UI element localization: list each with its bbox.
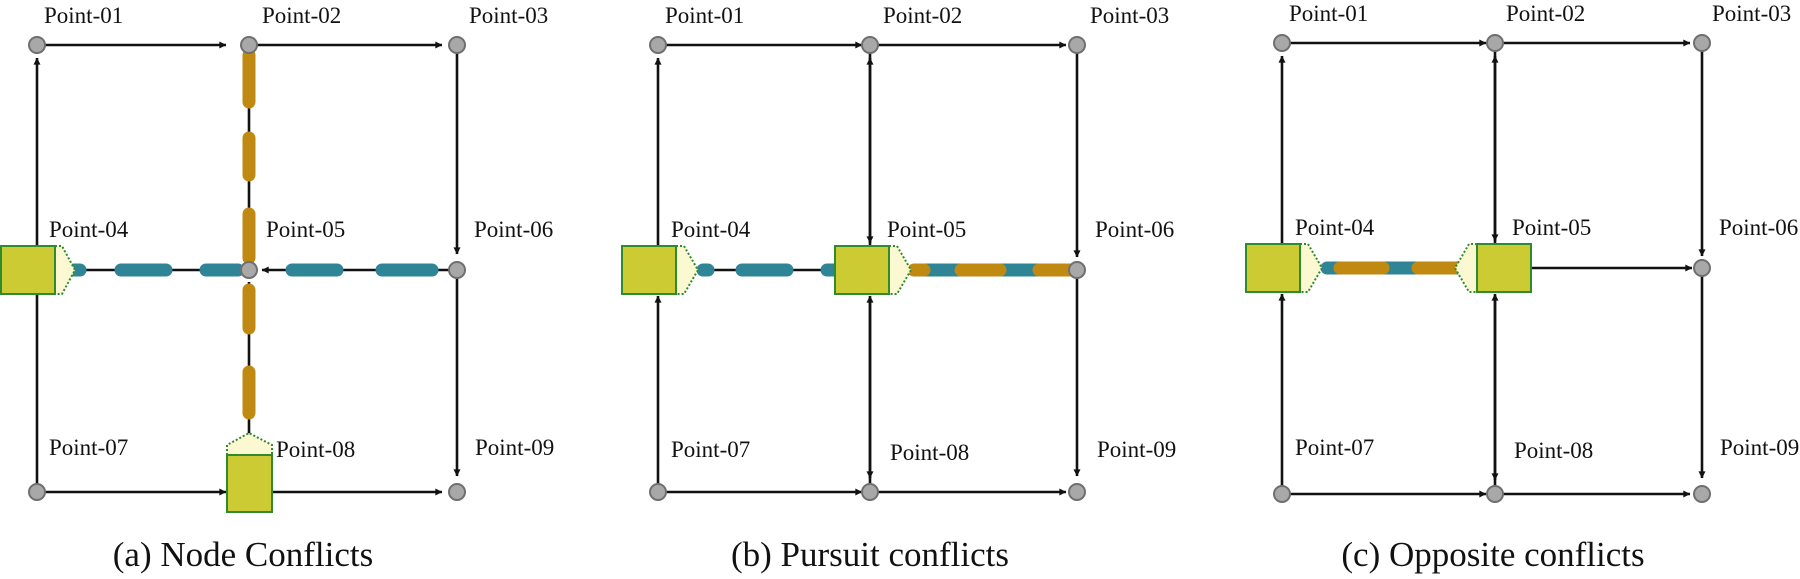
point-label: Point-08 xyxy=(276,437,355,462)
node-point-07 xyxy=(649,483,667,501)
point-label: Point-07 xyxy=(671,437,750,462)
point-label: Point-02 xyxy=(1506,1,1585,26)
vehicle-b-p05 xyxy=(834,245,913,295)
point-label: Point-09 xyxy=(475,435,554,460)
point-label: Point-05 xyxy=(266,217,345,242)
nodes xyxy=(1273,34,1711,503)
vehicle-nose xyxy=(54,245,77,295)
panel-c: Point-01 Point-02 Point-03 Point-04 Poin… xyxy=(1245,1,1799,574)
panel-a: Point-01 Point-02 Point-03 Point-04 Poin… xyxy=(0,3,554,574)
vehicle-body xyxy=(1476,243,1532,293)
vehicle-nose xyxy=(1299,243,1324,293)
node-point-03 xyxy=(1068,36,1086,54)
node-point-01 xyxy=(1273,34,1291,52)
vehicle-c-p04 xyxy=(1245,243,1324,293)
point-label: Point-09 xyxy=(1720,435,1799,460)
point-label: Point-01 xyxy=(44,3,123,28)
panel-b: Point-01 Point-02 Point-03 Point-04 Poin… xyxy=(621,3,1176,574)
labels: Point-01 Point-02 Point-03 Point-04 Poin… xyxy=(44,3,554,462)
caption-a: (a) Node Conflicts xyxy=(113,535,373,574)
labels: Point-01 Point-02 Point-03 Point-04 Poin… xyxy=(1289,1,1799,463)
point-label: Point-01 xyxy=(1289,1,1368,26)
caption-c: (c) Opposite conflicts xyxy=(1341,535,1644,574)
vehicle-nose xyxy=(675,245,700,295)
vehicle-a-up xyxy=(226,431,273,513)
vehicle-body xyxy=(621,245,677,295)
node-point-07 xyxy=(1273,485,1291,503)
vehicle-nose xyxy=(888,245,913,295)
point-label: Point-05 xyxy=(887,217,966,242)
node-point-09 xyxy=(1068,483,1086,501)
nodes xyxy=(649,36,1086,501)
point-label: Point-09 xyxy=(1097,437,1176,462)
point-label: Point-04 xyxy=(49,217,129,242)
vehicle-nose xyxy=(1453,243,1478,293)
vehicle-nose xyxy=(226,431,273,456)
point-label: Point-07 xyxy=(1295,435,1374,460)
node-point-06 xyxy=(1693,259,1711,277)
point-label: Point-04 xyxy=(671,217,751,242)
point-label: Point-03 xyxy=(469,3,548,28)
vehicle-b-p04 xyxy=(621,245,700,295)
node-point-07 xyxy=(28,483,46,501)
labels: Point-01 Point-02 Point-03 Point-04 Poin… xyxy=(665,3,1176,465)
nodes xyxy=(28,36,466,501)
point-label: Point-06 xyxy=(474,217,553,242)
node-point-09 xyxy=(1693,485,1711,503)
node-point-08 xyxy=(861,483,879,501)
node-point-08 xyxy=(1486,485,1504,503)
vehicle-body xyxy=(1245,243,1301,293)
vehicle-body xyxy=(0,245,56,295)
node-point-02 xyxy=(1486,34,1504,52)
point-label: Point-03 xyxy=(1712,1,1791,26)
vehicle-c-p05 xyxy=(1453,243,1532,293)
caption-b: (b) Pursuit conflicts xyxy=(731,535,1009,574)
point-label: Point-03 xyxy=(1090,3,1169,28)
node-point-05 xyxy=(240,261,258,279)
node-point-09 xyxy=(448,483,466,501)
vehicle-a-right xyxy=(0,245,77,295)
point-label: Point-04 xyxy=(1295,215,1375,240)
point-label: Point-02 xyxy=(883,3,962,28)
point-label: Point-08 xyxy=(1514,438,1593,463)
node-point-03 xyxy=(1693,34,1711,52)
point-label: Point-06 xyxy=(1095,217,1174,242)
node-point-01 xyxy=(28,36,46,54)
node-point-02 xyxy=(861,36,879,54)
vehicle-body xyxy=(226,454,273,513)
point-label: Point-05 xyxy=(1512,215,1591,240)
node-point-06 xyxy=(448,261,466,279)
node-point-01 xyxy=(649,36,667,54)
node-point-06 xyxy=(1068,261,1086,279)
point-label: Point-07 xyxy=(49,435,128,460)
point-label: Point-01 xyxy=(665,3,744,28)
point-label: Point-06 xyxy=(1719,215,1798,240)
point-label: Point-02 xyxy=(262,3,341,28)
vehicle-body xyxy=(834,245,890,295)
node-point-03 xyxy=(448,36,466,54)
node-point-02 xyxy=(240,36,258,54)
point-label: Point-08 xyxy=(890,440,969,465)
